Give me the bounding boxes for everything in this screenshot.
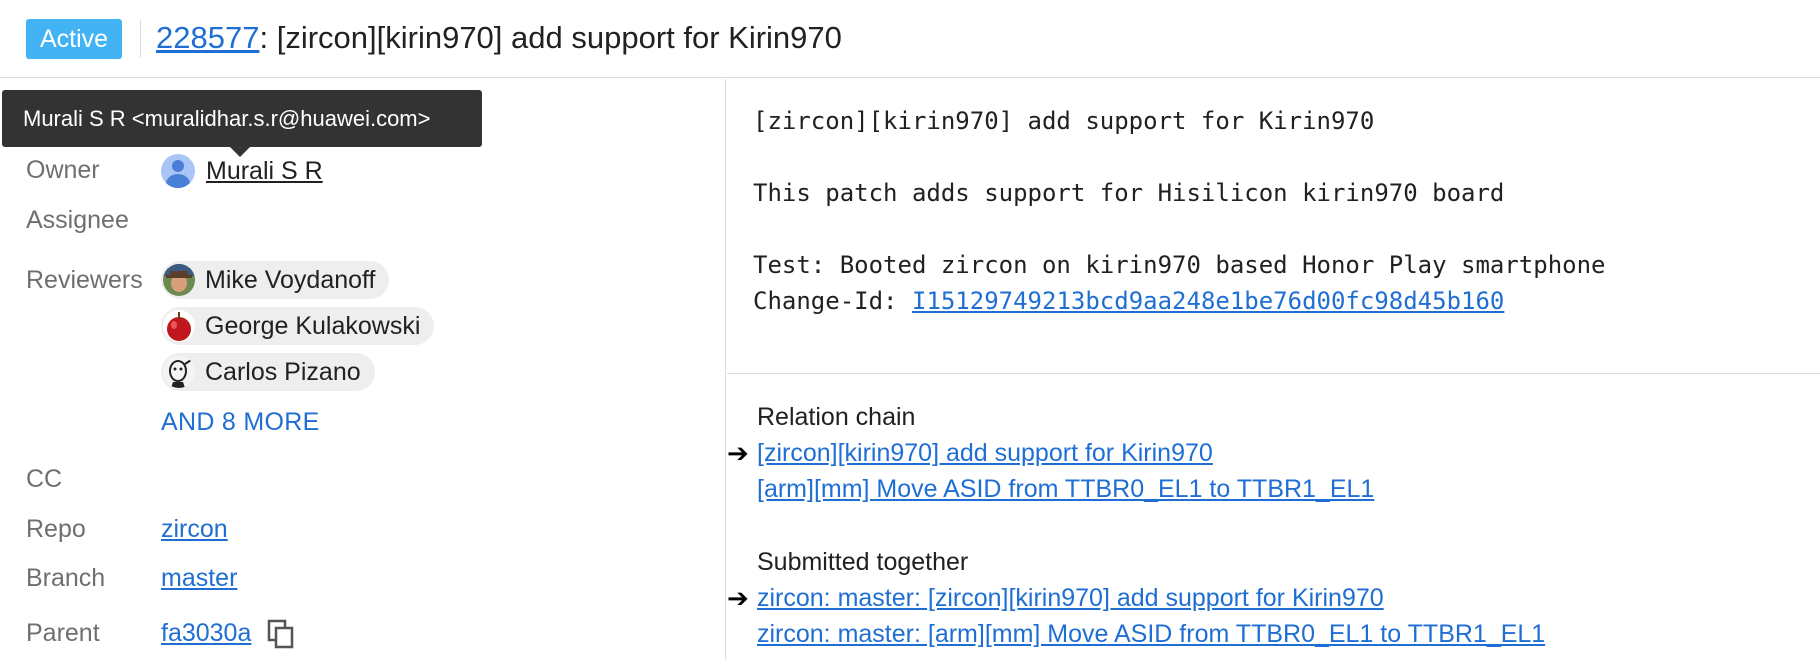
branch-label: Branch [26,564,106,592]
change-id-line: Change-Id: I15129749213bcd9aa248e1be76d0… [753,285,1504,317]
status-badge: Active [26,19,123,59]
relation-chain-item[interactable]: [zircon][kirin970] add support for Kirin… [757,439,1213,467]
commit-message-panel: [zircon][kirin970] add support for Kirin… [727,79,1820,374]
relation-chain-item[interactable]: [arm][mm] Move ASID from TTBR0_EL1 to TT… [757,475,1375,503]
relation-chain-heading: Relation chain [757,403,916,431]
submitted-together-item[interactable]: zircon: master: [arm][mm] Move ASID from… [757,620,1546,648]
reviewer-avatar-icon [163,356,195,388]
title-separator: : [259,20,269,55]
commit-body-line: This patch adds support for Hisilicon ki… [753,179,1505,207]
submitted-together-item[interactable]: zircon: master: [zircon][kirin970] add s… [757,584,1384,612]
tooltip-arrow [230,147,250,157]
parent-commit-link[interactable]: fa3030a [161,619,252,647]
reviewer-name: Mike Voydanoff [205,266,376,294]
commit-test-line: Test: Booted zircon on kirin970 based Ho… [753,251,1606,279]
branch-link[interactable]: master [161,564,238,592]
reviewer-chip-mike-voydanoff[interactable]: Mike Voydanoff [161,261,390,299]
show-more-reviewers-button[interactable]: AND 8 MORE [161,408,320,436]
owner-name-link[interactable]: Murali S R [206,157,323,185]
change-metadata-panel [0,79,726,660]
person-avatar-icon [161,154,195,188]
reviewer-avatar-icon [163,310,195,342]
change-id-link[interactable]: I15129749213bcd9aa248e1be76d00fc98d45b16… [911,287,1505,315]
reviewer-name: Carlos Pizano [205,358,361,386]
related-changes-panel: Relation chain ➔ [zircon][kirin970] add … [727,375,1820,660]
reviewer-chip-carlos-pizano[interactable]: Carlos Pizano [161,353,375,391]
copy-icon[interactable] [267,619,295,649]
current-change-arrow-icon: ➔ [727,583,749,613]
page-title: 228577: [zircon][kirin970] add support f… [156,18,842,58]
reviewers-label: Reviewers [26,266,143,294]
header-divider [140,20,141,58]
current-change-arrow-icon: ➔ [727,438,749,468]
reviewer-name: George Kulakowski [205,312,421,340]
cc-label: CC [26,465,63,493]
change-id-label: Change-Id: [753,287,912,315]
repo-link[interactable]: zircon [161,515,228,543]
owner-tooltip: Murali S R <muralidhar.s.r@huawei.com> [2,90,482,147]
parent-label: Parent [26,619,100,647]
change-subject: [zircon][kirin970] add support for Kirin… [276,20,842,55]
submitted-together-heading: Submitted together [757,548,969,576]
change-number-link[interactable]: 228577 [156,20,260,55]
owner-label: Owner [26,156,100,184]
repo-label: Repo [26,515,86,543]
reviewer-chip-george-kulakowski[interactable]: George Kulakowski [161,307,435,345]
change-header: Active 228577: [zircon][kirin970] add su… [0,0,1820,78]
reviewer-avatar-icon [163,264,195,296]
assignee-label: Assignee [26,206,129,234]
commit-subject-line: [zircon][kirin970] add support for Kirin… [753,107,1375,135]
